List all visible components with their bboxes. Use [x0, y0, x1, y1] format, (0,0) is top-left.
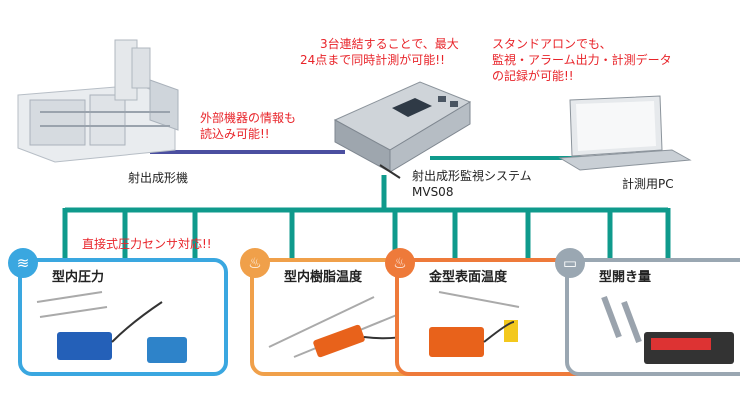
standalone-callout-line2: 監視・アラーム出力・計測データ [492, 53, 672, 67]
standalone-callout-line1: スタンドアロンでも、 [492, 37, 612, 51]
card-mold-pressure: ≋ 型内圧力 [8, 248, 228, 376]
card-mold-opening: ▭ 型開き量 [555, 248, 740, 376]
card-title: 型開き量 [599, 270, 652, 285]
connect-callout-line1: 3台連結することで、最大 [320, 37, 459, 51]
pressure-icon: ≋ [8, 248, 38, 278]
machine-label: 射出成形機 [128, 171, 189, 185]
displacement-sensors-image [601, 295, 734, 364]
pc-label: 計測用PC [622, 177, 674, 191]
surface-temp-sensors-image [429, 291, 520, 357]
temperature-icon: ♨ [385, 248, 415, 278]
card-title: 金型表面温度 [429, 270, 508, 285]
standalone-callout-line3: の記録が可能!! [492, 69, 574, 83]
card-title: 型内圧力 [52, 270, 105, 285]
external-callout-line1: 外部機器の情報も [200, 111, 297, 125]
resin-temp-sensors-image [268, 296, 435, 358]
mold-opening-icon: ▭ [555, 248, 585, 278]
card-title: 型内樹脂温度 [284, 270, 363, 285]
connect-callout-line2: 24点まで同時計測が可能!! [300, 53, 445, 67]
thermometer-icon: ♨ [240, 248, 270, 278]
system-name-label: 射出成形監視システム [412, 169, 532, 183]
system-model-label: MVS08 [412, 185, 454, 199]
direct-sensor-callout: 直接式圧力センサ対応!! [82, 237, 212, 251]
pressure-sensors-image [36, 291, 187, 363]
external-callout-line2: 読込み可能!! [200, 127, 270, 141]
